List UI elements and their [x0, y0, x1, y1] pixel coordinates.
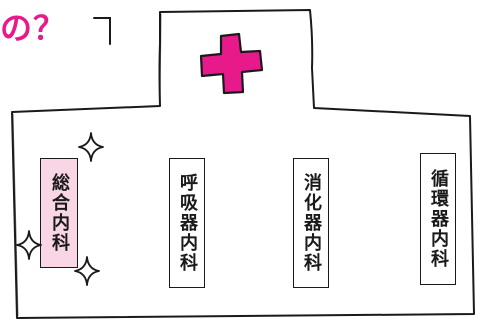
sign-label: 消化器内科 — [301, 173, 322, 273]
medical-cross-icon — [199, 32, 264, 95]
question-heading: の？ — [0, 9, 67, 47]
corner-bracket-icon — [93, 17, 111, 45]
sparkle-icon — [74, 256, 100, 286]
sign-label: 総合内科 — [49, 173, 70, 253]
sparkle-icon — [78, 132, 104, 162]
sign-respiratory-medicine[interactable]: 呼吸器内科 — [169, 158, 205, 288]
sign-label: 循環器内科 — [428, 169, 449, 269]
sign-gastroenterology[interactable]: 消化器内科 — [293, 158, 329, 288]
sign-general-internal-medicine[interactable]: 総合内科 — [40, 158, 78, 268]
sign-cardiology[interactable]: 循環器内科 — [420, 153, 456, 285]
sparkle-icon — [16, 230, 42, 260]
sign-label: 呼吸器内科 — [177, 173, 198, 273]
